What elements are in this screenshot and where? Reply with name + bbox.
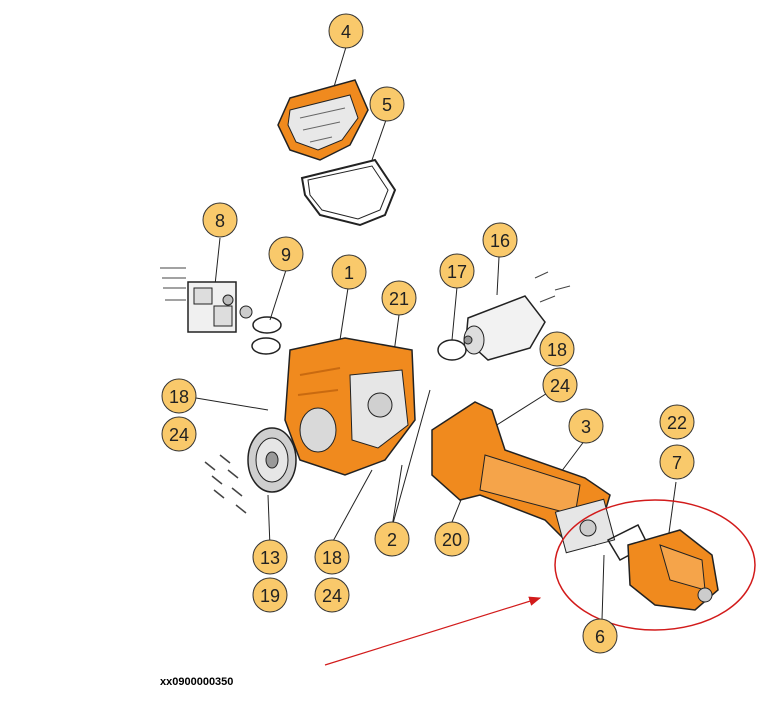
- callout-circle: [202, 202, 238, 238]
- callout-3: 3: [568, 408, 604, 444]
- callout-bubbles: 4 5 8 9 1 21 17 16 18 18 24 24 3 22 7 13 19 18 24 2 20 6: [161, 13, 695, 654]
- callout-19: 19: [252, 577, 288, 613]
- callout-circle: [252, 577, 288, 613]
- callout-label: 22: [667, 413, 687, 433]
- callout-label: 7: [672, 453, 682, 473]
- gear-part: [204, 427, 297, 514]
- callout-label: 13: [260, 548, 280, 568]
- callout-24: 24: [314, 577, 350, 613]
- callout-label: 19: [260, 586, 280, 606]
- callout-label: 4: [341, 22, 351, 42]
- callout-label: 8: [215, 211, 225, 231]
- connector-part: [160, 267, 253, 333]
- callout-24: 24: [161, 416, 197, 452]
- callout-label: 18: [547, 340, 567, 360]
- callout-label: 24: [169, 425, 189, 445]
- highlight-arrow: [324, 596, 542, 666]
- image-id-caption: xx0900000350: [160, 676, 234, 688]
- callout-circle: [268, 236, 304, 272]
- callout-label: 6: [595, 627, 605, 647]
- callout-label: 17: [447, 262, 467, 282]
- callout-label: 18: [322, 548, 342, 568]
- callout-label: 16: [490, 231, 510, 251]
- callout-8: 8: [202, 202, 238, 238]
- callout-6: 6: [582, 618, 618, 654]
- callout-circle: [539, 331, 575, 367]
- callout-circle: [161, 416, 197, 452]
- callout-circle: [659, 444, 695, 480]
- arm-tube-part: [431, 401, 616, 554]
- callout-20: 20: [434, 521, 470, 557]
- callout-circle: [369, 86, 405, 122]
- callout-circle: [374, 521, 410, 557]
- callout-label: 9: [281, 245, 291, 265]
- callout-4: 4: [328, 13, 364, 49]
- o-ring-17-part: [437, 339, 467, 361]
- callout-circle: [434, 521, 470, 557]
- o-rings-part: [251, 316, 282, 355]
- callout-label: 20: [442, 530, 462, 550]
- top-cover-part: [277, 79, 369, 161]
- callout-16: 16: [482, 222, 518, 258]
- callout-9: 9: [268, 236, 304, 272]
- callout-label: 24: [322, 586, 342, 606]
- callout-label: 18: [169, 387, 189, 407]
- callout-circle: [328, 13, 364, 49]
- callout-24: 24: [542, 367, 578, 403]
- callout-18: 18: [539, 331, 575, 367]
- callout-label: 3: [581, 417, 591, 437]
- callout-1: 1: [331, 254, 367, 290]
- callout-label: 21: [389, 289, 409, 309]
- callout-circle: [582, 618, 618, 654]
- callout-5: 5: [369, 86, 405, 122]
- motor-part: [463, 271, 571, 361]
- callout-circle: [314, 539, 350, 575]
- callout-label: 24: [550, 376, 570, 396]
- callout-circle: [381, 280, 417, 316]
- callout-circle: [252, 539, 288, 575]
- callout-label: 1: [344, 263, 354, 283]
- callout-label: 5: [382, 95, 392, 115]
- callout-21: 21: [381, 280, 417, 316]
- leader-lines: [195, 46, 677, 621]
- callout-17: 17: [439, 253, 475, 289]
- callout-18: 18: [314, 539, 350, 575]
- callout-circle: [542, 367, 578, 403]
- callout-circle: [439, 253, 475, 289]
- callout-circle: [314, 577, 350, 613]
- callout-7: 7: [659, 444, 695, 480]
- callout-18: 18: [161, 378, 197, 414]
- callout-22: 22: [659, 404, 695, 440]
- main-housing-part: [284, 337, 416, 476]
- callout-2: 2: [374, 521, 410, 557]
- callout-label: 2: [387, 530, 397, 550]
- gasket-part: [300, 158, 397, 227]
- callout-circle: [659, 404, 695, 440]
- gearbox-part: [627, 529, 719, 611]
- callout-13: 13: [252, 539, 288, 575]
- callout-circle: [568, 408, 604, 444]
- highlight-ellipse: [554, 499, 756, 631]
- callout-circle: [161, 378, 197, 414]
- callout-circle: [331, 254, 367, 290]
- callout-circle: [482, 222, 518, 258]
